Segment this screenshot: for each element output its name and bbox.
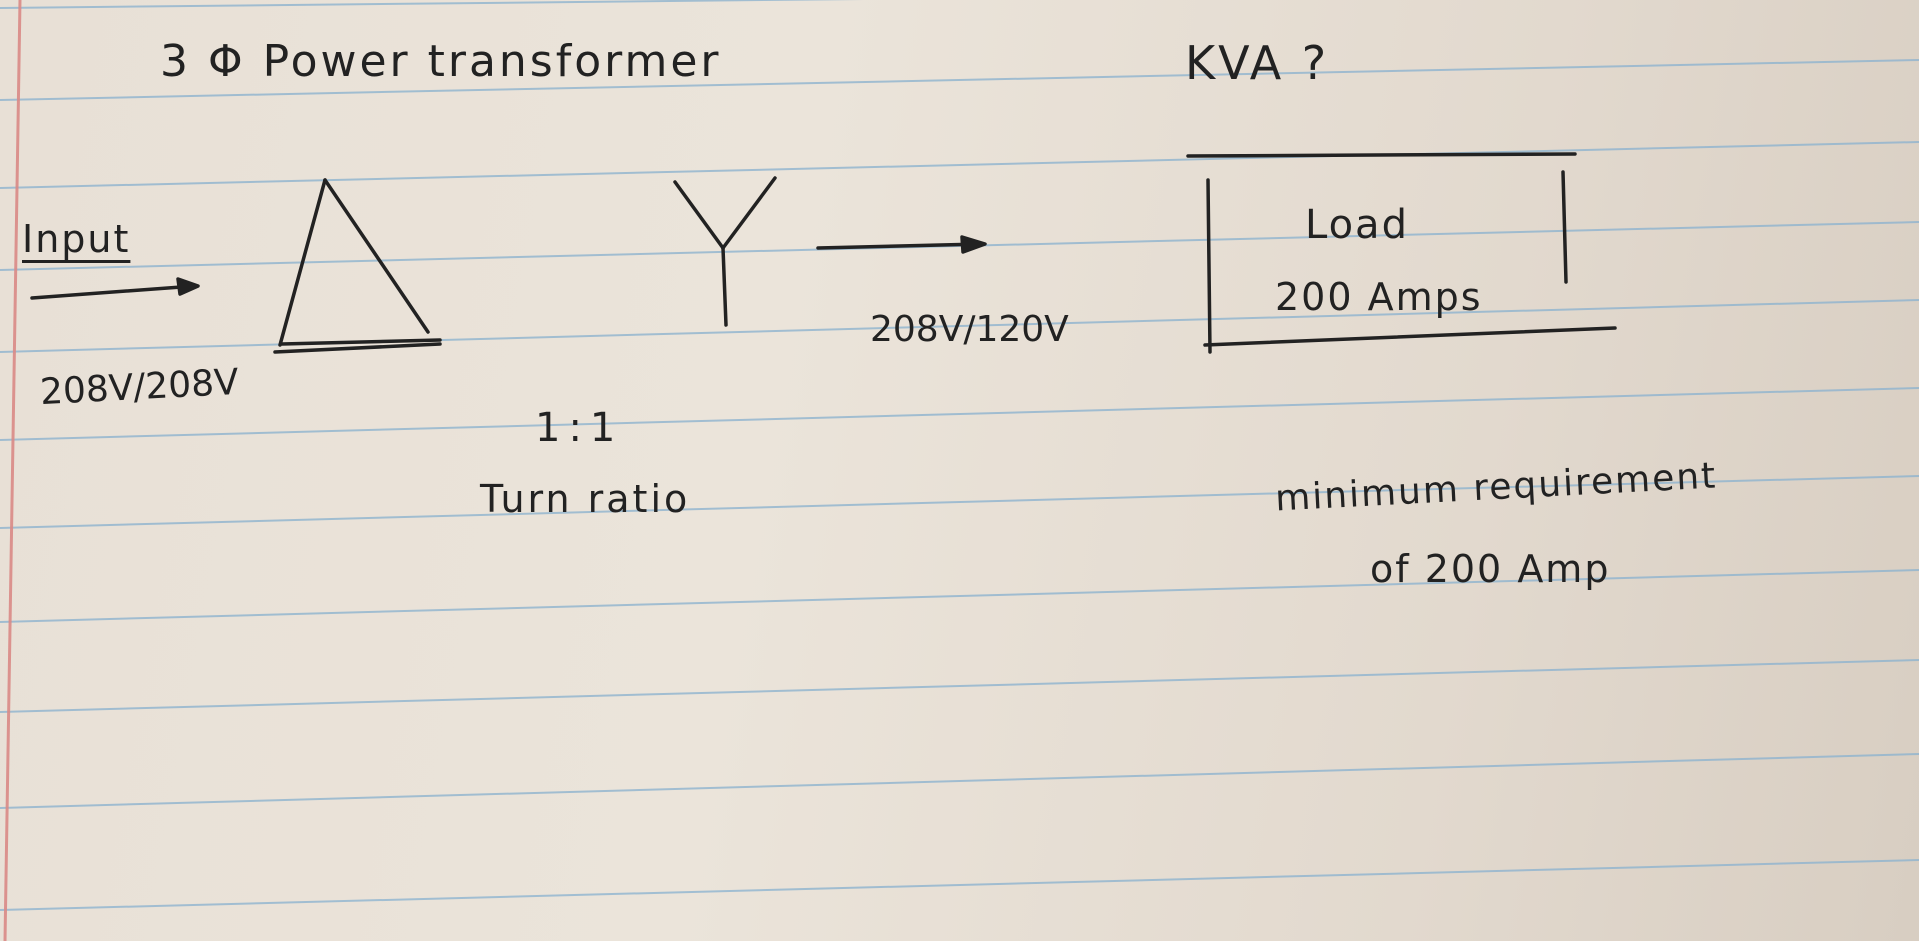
load-title: Load <box>1305 202 1409 248</box>
kva-question: KVA ? <box>1185 36 1330 90</box>
turn-ratio-label: Turn ratio <box>480 477 691 521</box>
input-voltage: 208V/208V <box>39 361 240 414</box>
load-current: 200 Amps <box>1275 275 1483 319</box>
turn-ratio-value: 1:1 <box>535 405 624 451</box>
margin-line <box>3 0 22 941</box>
diagram-title: 3 Φ Power transformer <box>160 36 722 87</box>
requirement-line-2: of 200 Amp <box>1370 547 1611 591</box>
output-voltage: 208V/120V <box>870 309 1069 350</box>
input-label: Input <box>22 217 131 261</box>
